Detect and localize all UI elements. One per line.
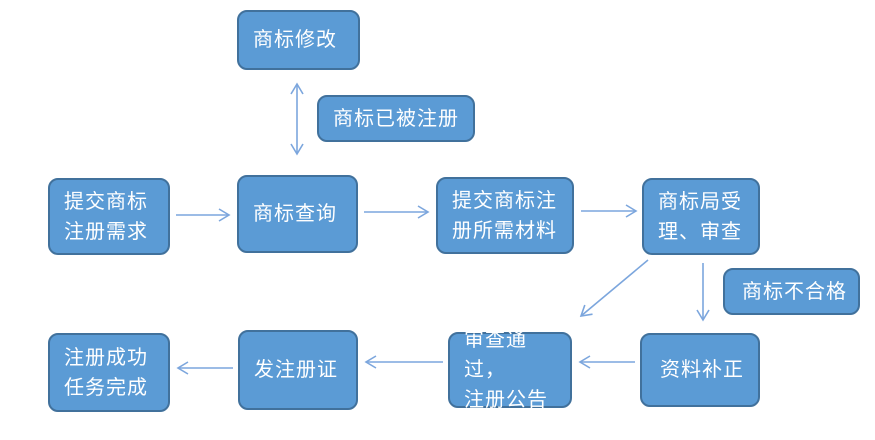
- node-review-passed-announcement: 审查通过， 注册公告: [448, 329, 572, 411]
- node-submit-registration-need: 提交商标 注册需求: [48, 178, 170, 255]
- arrow-bureau-to-passed: [579, 259, 649, 317]
- node-registration-success: 注册成功 任务完成: [48, 333, 170, 412]
- node-trademark-already-registered: 商标已被注册: [317, 95, 475, 142]
- node-issue-certificate: 发注册证: [238, 330, 358, 410]
- node-material-supplement: 资料补正: [640, 333, 760, 407]
- node-trademark-unqualified: 商标不合格: [723, 268, 860, 315]
- node-submit-required-materials: 提交商标注 册所需材料: [436, 177, 574, 254]
- node-bureau-accept-review: 商标局受 理、审查: [642, 178, 760, 255]
- node-trademark-modification: 商标修改: [237, 10, 360, 70]
- node-trademark-query: 商标查询: [237, 175, 358, 253]
